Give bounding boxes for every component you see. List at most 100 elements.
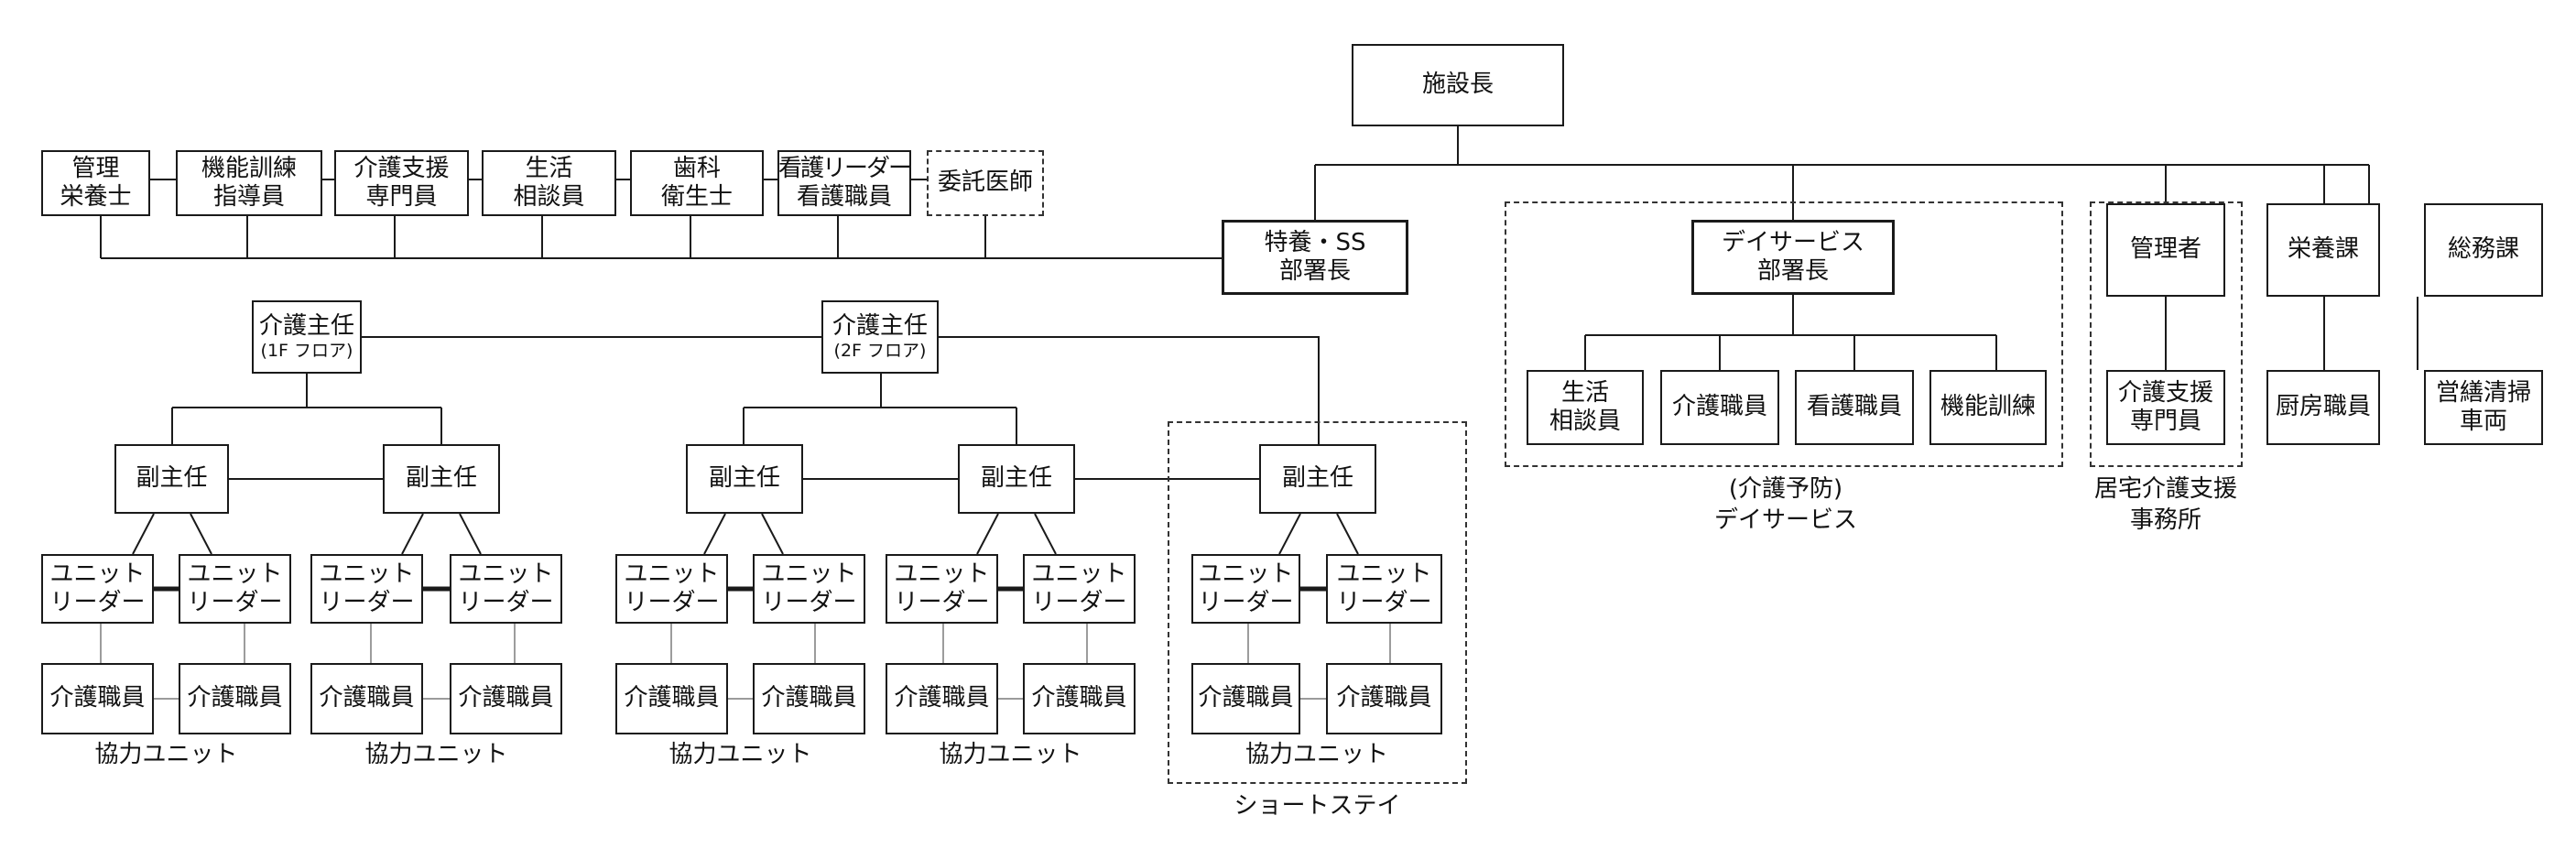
care-worker-label: 介護職員 [458, 684, 554, 712]
unit-leader-box: ユニットリーダー [886, 554, 998, 624]
care-worker-box: 介護職員 [1326, 663, 1442, 734]
nutrition-dept-box: 栄養課 [2266, 203, 2380, 297]
vice-chief-label: 副主任 [1281, 464, 1353, 493]
care-worker-label: 介護職員 [49, 684, 146, 712]
care-worker-box: 介護職員 [615, 663, 728, 734]
care-worker-label: 介護職員 [1031, 684, 1127, 712]
group-caption: 協力ユニット [1245, 741, 1388, 768]
unit-leader-box: ユニットリーダー [179, 554, 291, 624]
unit-leader-box: ユニットリーダー [1326, 554, 1442, 624]
day-service-head-line2: 部署長 [1756, 257, 1829, 285]
care-worker-label: 介護職員 [187, 684, 283, 712]
chief-1f-box: 介護主任 (1F フロア) [252, 300, 362, 374]
unit-leader-line1: ユニット [894, 560, 990, 588]
short-stay-region [1168, 421, 1467, 784]
care-worker-box: 介護職員 [1191, 663, 1300, 734]
day-life-counselor-line2: 相談員 [1549, 408, 1621, 435]
dental-hygienist-line2: 衛生士 [660, 183, 733, 211]
home-care-staff-line2: 専門員 [2129, 408, 2201, 435]
dietitian-line2: 栄養士 [60, 183, 132, 211]
day-service-caption: (介護予防) デイサービス [1630, 474, 1941, 537]
chief-2f-floor: (2F フロア) [833, 341, 927, 362]
dental-hygienist-line1: 歯科 [672, 154, 721, 182]
dietitian-line1: 管理 [71, 154, 120, 182]
short-stay-caption: ショートステイ [1234, 792, 1401, 820]
vice-chief-box: 副主任 [1259, 444, 1376, 514]
care-worker-box: 介護職員 [886, 663, 998, 734]
unit-leader-line1: ユニット [1336, 560, 1432, 588]
day-care-worker-label: 介護職員 [1671, 393, 1767, 421]
vice-chief-box: 副主任 [114, 444, 229, 514]
unit-leader-line2: リーダー [458, 589, 554, 616]
care-worker-label: 介護職員 [1336, 684, 1432, 712]
home-care-caption: 居宅介護支援 事務所 [2056, 474, 2276, 537]
unit-leader-box: ユニットリーダー [1191, 554, 1300, 624]
unit-leader-line2: リーダー [1031, 589, 1127, 616]
rehab-instructor-line2: 指導員 [212, 183, 285, 211]
physician-label: 委託医師 [937, 169, 1033, 197]
unit-leader-line2: リーダー [319, 589, 415, 616]
care-worker-box: 介護職員 [41, 663, 154, 734]
nurse-line2: 看護職員 [796, 183, 892, 211]
dietitian-box: 管理 栄養士 [41, 150, 150, 216]
day-service-head-box: デイサービス 部署長 [1691, 220, 1895, 295]
care-worker-box: 介護職員 [753, 663, 865, 734]
director-box: 施設長 [1352, 44, 1564, 126]
care-worker-label: 介護職員 [319, 684, 415, 712]
day-service-head-line1: デイサービス [1721, 228, 1864, 256]
life-counselor-line2: 相談員 [513, 183, 585, 211]
physician-box: 委託医師 [927, 150, 1044, 216]
unit-leader-line1: ユニット [319, 560, 415, 588]
unit-leader-line2: リーダー [894, 589, 990, 616]
care-manager-line1: 介護支援 [353, 154, 450, 182]
vice-chief-label: 副主任 [405, 464, 477, 493]
unit-leader-line1: ユニット [1198, 560, 1294, 588]
day-rehab-label: 機能訓練 [1940, 393, 2036, 421]
vice-chief-box: 副主任 [686, 444, 803, 514]
unit-leader-line1: ユニット [761, 560, 857, 588]
group-caption: 協力ユニット [939, 741, 1082, 768]
unit-leader-box: ユニットリーダー [1023, 554, 1136, 624]
unit-leader-line2: リーダー [187, 589, 283, 616]
home-care-staff-line1: 介護支援 [2117, 378, 2213, 407]
kitchen-staff-box: 厨房職員 [2266, 370, 2380, 445]
unit-leader-line2: リーダー [761, 589, 857, 616]
day-nurse-label: 看護職員 [1806, 393, 1902, 421]
nutrition-dept-label: 栄養課 [2287, 235, 2359, 264]
day-rehab-box: 機能訓練 [1929, 370, 2047, 445]
maintenance-staff-line2: 車両 [2459, 408, 2507, 435]
unit-leader-line2: リーダー [1198, 589, 1294, 616]
unit-leader-line2: リーダー [1336, 589, 1432, 616]
tokuyo-head-line1: 特養・SS [1264, 228, 1366, 256]
unit-leader-box: ユニットリーダー [310, 554, 423, 624]
care-manager-line2: 専門員 [365, 183, 438, 211]
care-worker-box: 介護職員 [450, 663, 562, 734]
home-care-manager-box: 管理者 [2106, 203, 2225, 297]
life-counselor-line1: 生活 [525, 154, 573, 182]
care-worker-label: 介護職員 [761, 684, 857, 712]
chief-2f-box: 介護主任 (2F フロア) [821, 300, 939, 374]
rehab-instructor-box: 機能訓練 指導員 [176, 150, 322, 216]
unit-leader-line1: ユニット [187, 560, 283, 588]
nurse-line1: 看護リーダー [778, 154, 912, 182]
group-caption: 協力ユニット [364, 741, 508, 768]
unit-leader-box: ユニットリーダー [615, 554, 728, 624]
home-care-manager-staff-box: 介護支援 専門員 [2106, 370, 2225, 445]
home-care-manager-label: 管理者 [2129, 235, 2201, 264]
general-affairs-box: 総務課 [2424, 203, 2543, 297]
vice-chief-label: 副主任 [980, 464, 1052, 493]
unit-leader-line1: ユニット [624, 560, 720, 588]
tokuyo-head-line2: 部署長 [1278, 257, 1351, 285]
group-caption: 協力ユニット [668, 741, 812, 768]
care-worker-box: 介護職員 [1023, 663, 1136, 734]
unit-leader-box: ユニットリーダー [450, 554, 562, 624]
care-worker-label: 介護職員 [894, 684, 990, 712]
care-worker-label: 介護職員 [1198, 684, 1294, 712]
unit-leader-line1: ユニット [49, 560, 146, 588]
nurse-box: 看護リーダー 看護職員 [777, 150, 912, 216]
director-label: 施設長 [1421, 71, 1494, 99]
chief-1f-title: 介護主任 [258, 312, 354, 340]
vice-chief-label: 副主任 [708, 464, 780, 493]
vice-chief-label: 副主任 [136, 464, 208, 493]
